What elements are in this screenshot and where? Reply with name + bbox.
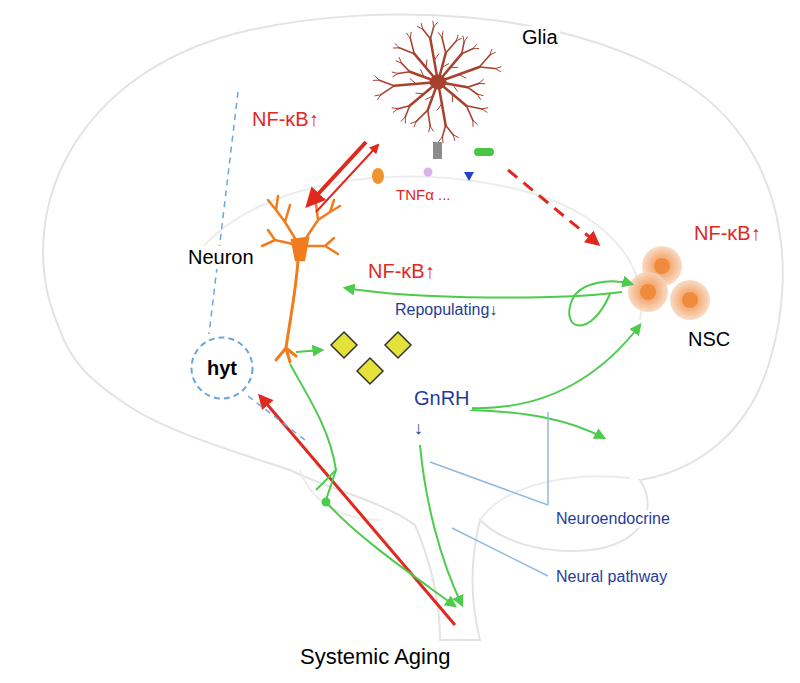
arrow-label: ↓ — [412, 418, 425, 439]
cytokine-symbols — [372, 142, 494, 184]
glia-cell — [373, 21, 501, 143]
activation-label: NF-κB↑ — [366, 260, 437, 283]
cytokine-label: TNFα ... — [394, 186, 453, 203]
region-circle: hyt — [190, 336, 254, 400]
cell-label: Glia — [520, 26, 560, 49]
nsc-cells — [628, 246, 710, 320]
interaction-arrows — [260, 142, 598, 625]
activation-label: NF-κB↑ — [692, 222, 763, 245]
source-label: Systemic Aging — [298, 644, 452, 669]
activation-label: NF-κB↑ — [250, 108, 321, 131]
cell-label: NSC — [686, 328, 732, 351]
brain-outline — [43, 14, 783, 640]
process-label: Repopulating↓ — [393, 301, 499, 319]
neuron-cell — [262, 196, 340, 362]
pathway-arrows — [290, 281, 640, 606]
leader-lines — [430, 412, 548, 576]
cell-label: Neuron — [186, 246, 256, 269]
region-label: hyt — [207, 357, 237, 380]
gnrh-diamonds — [331, 332, 411, 384]
hormone-label: GnRH — [412, 387, 472, 410]
pathway-label: Neural pathway — [554, 568, 669, 586]
pathway-label: Neuroendocrine — [554, 510, 672, 528]
